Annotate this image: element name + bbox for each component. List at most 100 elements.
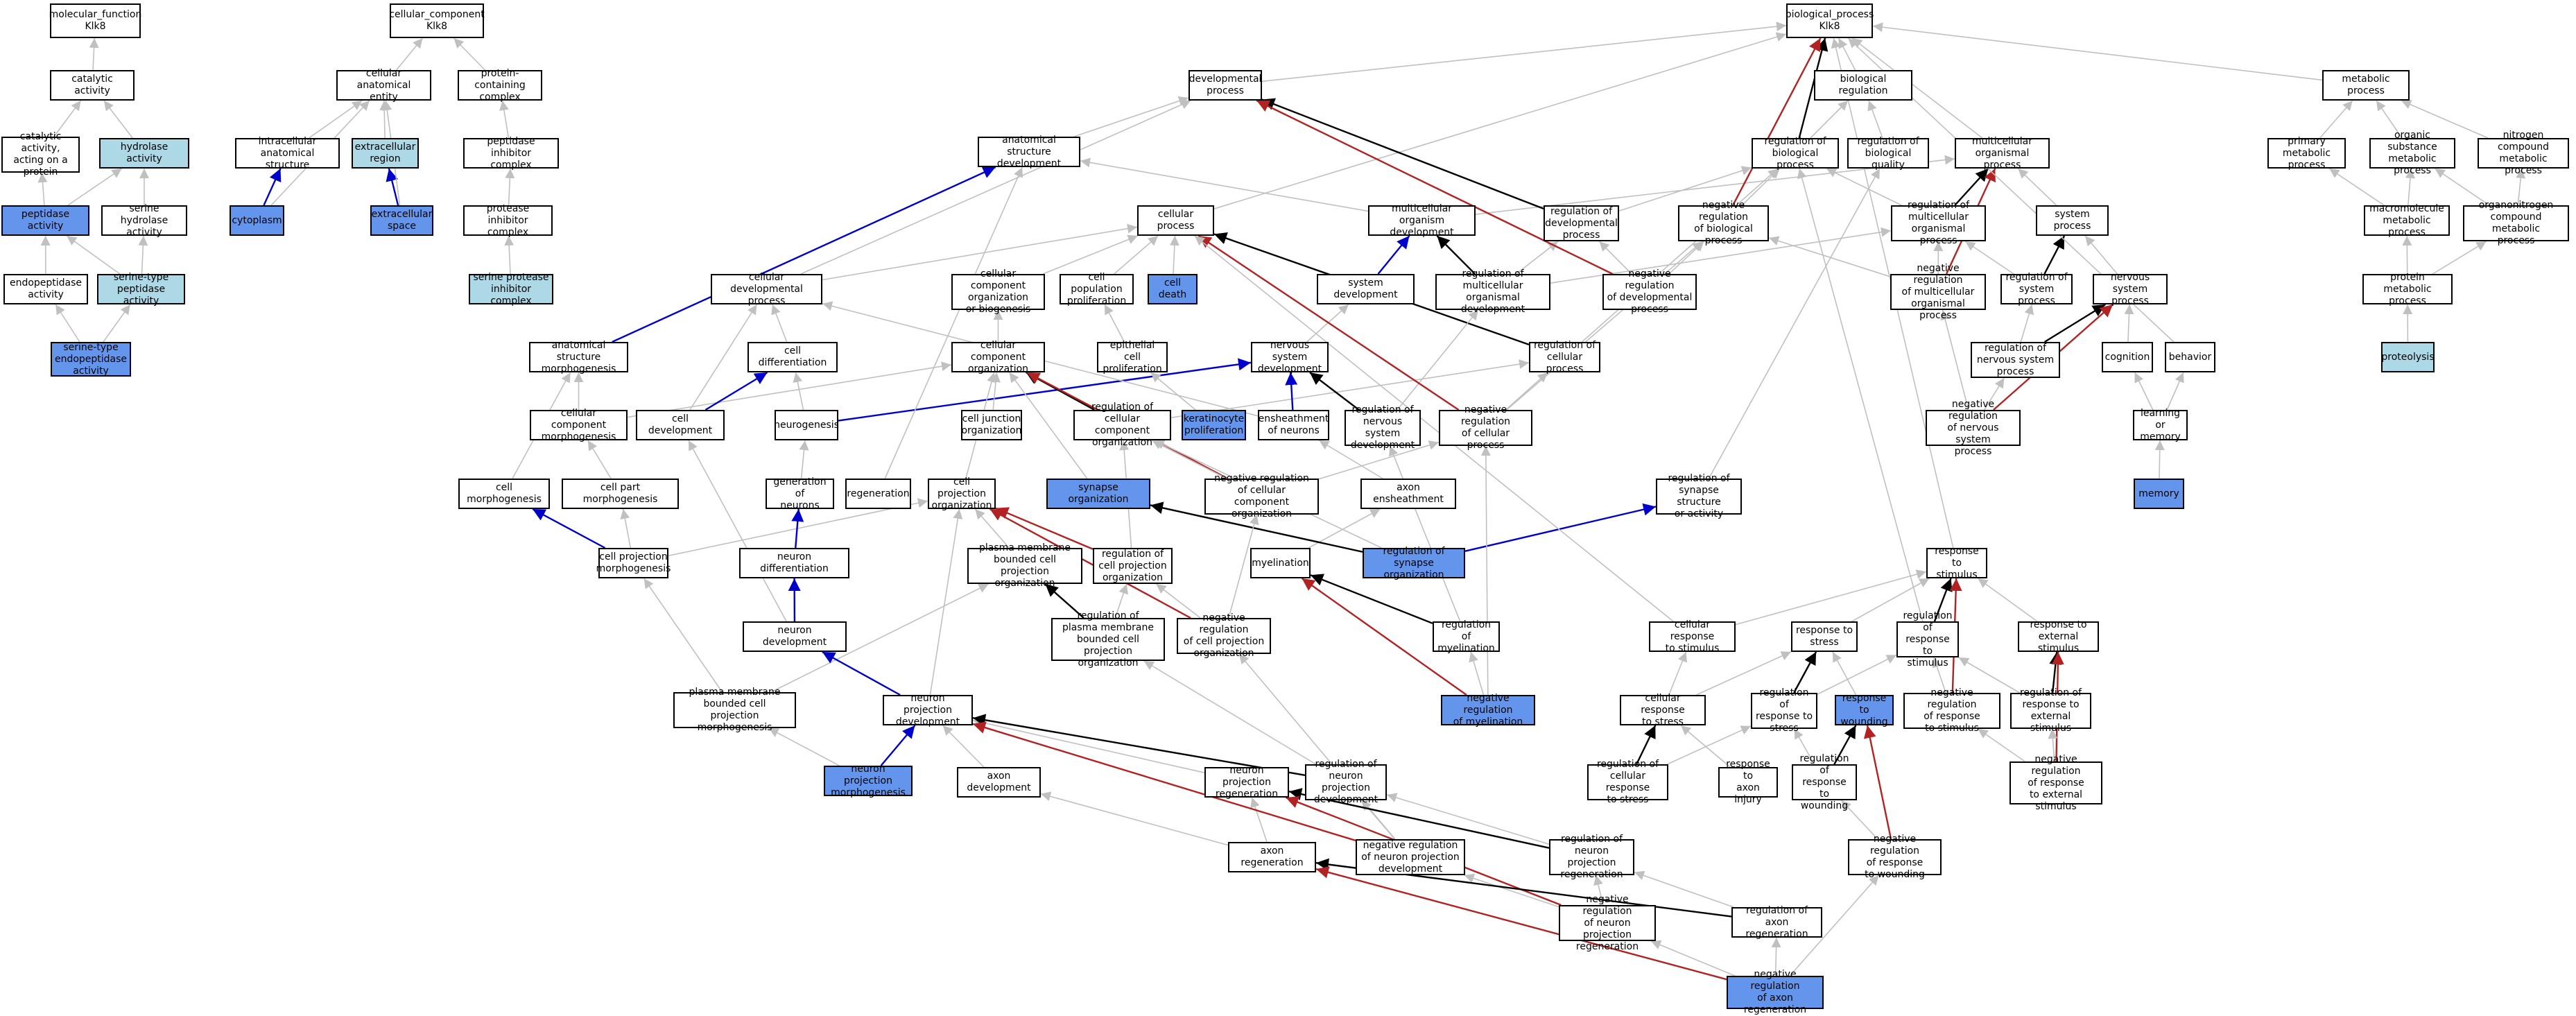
- node-neg-reg-multi[interactable]: negative regulation of multicellular org…: [1890, 274, 1986, 310]
- node-reg-resp-wounding[interactable]: regulation of response to wounding: [1792, 764, 1857, 800]
- node-reg-cell-process[interactable]: regulation of cellular process: [1529, 342, 1600, 372]
- node-reg-pm-cell-proj[interactable]: regulation of plasma membrane bounded ce…: [1051, 618, 1165, 661]
- node-pm-cell-proj-org[interactable]: plasma membrane bounded cell projection …: [967, 548, 1082, 584]
- node-resp-axon-injury[interactable]: response to axon injury: [1718, 767, 1778, 798]
- node-neuron-proj-morph[interactable]: neuron projection morphogenesis: [824, 766, 913, 796]
- node-reg-synapse[interactable]: regulation of synapse structure or activ…: [1656, 479, 1742, 515]
- node-anat-dev[interactable]: anatomical structure development: [978, 137, 1080, 167]
- node-neg-reg-neuron-proj-regen[interactable]: negative regulation of neuron projection…: [1559, 905, 1656, 941]
- node-pm-cell-proj-morph[interactable]: plasma membrane bounded cell projection …: [673, 692, 796, 728]
- node-cat-protein[interactable]: catalytic activity, acting on a protein: [1, 137, 80, 173]
- node-cell-pop-prolif[interactable]: cell population proliferation: [1060, 274, 1134, 304]
- node-macromol-met[interactable]: macromolecule metabolic process: [2364, 205, 2450, 236]
- node-neg-reg-neuron-proj-dev[interactable]: negative regulation of neuron projection…: [1356, 839, 1465, 875]
- node-axon-dev[interactable]: axon development: [957, 767, 1041, 798]
- node-bio-regulation[interactable]: biological regulation: [1814, 70, 1912, 101]
- node-metabolic[interactable]: metabolic process: [2322, 70, 2410, 101]
- node-neuron-proj-regen[interactable]: neuron projection regeneration: [1204, 767, 1289, 798]
- node-reg-synapse-org[interactable]: regulation of synapse organization: [1363, 548, 1465, 578]
- node-reg-neuron-proj-dev[interactable]: regulation of neuron projection developm…: [1305, 764, 1387, 800]
- node-system-process[interactable]: system process: [2036, 205, 2109, 236]
- node-developmental[interactable]: developmental process: [1188, 70, 1262, 101]
- node-reg-system[interactable]: regulation of system process: [2000, 274, 2073, 304]
- node-neurogenesis[interactable]: neurogenesis: [775, 410, 838, 440]
- node-protein-complex[interactable]: protein-containing complex: [458, 70, 542, 101]
- node-mf-root[interactable]: molecular_function Klk8: [50, 3, 141, 38]
- node-neuron-diff[interactable]: neuron differentiation: [739, 548, 849, 578]
- node-protein-met[interactable]: protein metabolic process: [2362, 274, 2453, 304]
- node-behavior[interactable]: behavior: [2165, 342, 2215, 372]
- node-nitrogen-met[interactable]: nitrogen compound metabolic process: [2478, 138, 2569, 169]
- node-reg-axon-regen[interactable]: regulation of axon regeneration: [1731, 907, 1822, 938]
- node-reg-ns-process[interactable]: regulation of nervous system process: [1971, 342, 2060, 378]
- node-reg-cc-org[interactable]: regulation of cellular component organiz…: [1073, 410, 1171, 440]
- node-neg-reg-resp-wounding[interactable]: negative regulation of response to wound…: [1848, 839, 1942, 875]
- node-cell-proj-org[interactable]: cell projection organization: [928, 479, 996, 509]
- node-axon-ensheath[interactable]: axon ensheathment: [1360, 479, 1456, 509]
- node-cytoplasm[interactable]: cytoplasm: [230, 205, 284, 236]
- node-cc-org-biogen[interactable]: cellular component organization or bioge…: [951, 274, 1045, 310]
- node-reg-cell-proj-org[interactable]: regulation of cell projection organizati…: [1093, 548, 1173, 584]
- node-cellular-process[interactable]: cellular process: [1137, 205, 1214, 236]
- node-peptidase-inhib[interactable]: peptidase inhibitor complex: [463, 138, 559, 169]
- node-reg-resp-stimulus[interactable]: regulation of response to stimulus: [1896, 621, 1959, 657]
- node-neuron-dev[interactable]: neuron development: [743, 621, 847, 652]
- node-hydrolase[interactable]: hydrolase activity: [99, 138, 189, 169]
- node-reg-bio[interactable]: regulation of biological process: [1752, 138, 1839, 169]
- node-multicellular[interactable]: multicellular organismal process: [1955, 138, 2050, 169]
- node-myelination[interactable]: myelination: [1250, 548, 1311, 578]
- node-serine-peptidase[interactable]: serine-type peptidase activity: [97, 274, 185, 304]
- node-gen-neurons[interactable]: generation of neurons: [766, 479, 834, 509]
- node-resp-external[interactable]: response to external stimulus: [2018, 621, 2099, 652]
- node-cell-dev-process[interactable]: cellular developmental process: [711, 274, 822, 304]
- node-response-stimulus[interactable]: response to stimulus: [1926, 548, 1987, 578]
- node-peptidase[interactable]: peptidase activity: [1, 205, 89, 236]
- node-neg-reg-myelination[interactable]: negative regulation of myelination: [1441, 695, 1535, 725]
- node-neg-reg-resp-stimulus[interactable]: negative regulation of response to stimu…: [1903, 693, 2000, 729]
- node-intracellular[interactable]: intracellular anatomical structure: [235, 138, 340, 169]
- node-reg-dev[interactable]: regulation of developmental process: [1544, 205, 1619, 241]
- node-regeneration[interactable]: regeneration: [845, 479, 911, 509]
- node-keratinocyte[interactable]: keratinocyte proliferation: [1182, 410, 1246, 440]
- node-ns-dev[interactable]: nervous system development: [1251, 342, 1329, 372]
- node-learning-memory[interactable]: learning or memory: [2133, 410, 2188, 440]
- node-neg-reg-cell-proj[interactable]: negative regulation of cell projection o…: [1177, 618, 1271, 654]
- node-cell-morph[interactable]: cell morphogenesis: [458, 479, 550, 509]
- node-resp-stress[interactable]: response to stress: [1791, 621, 1858, 652]
- node-extracellular-space[interactable]: extracellular space: [370, 205, 433, 236]
- node-reg-neuron-proj-regen[interactable]: regulation of neuron projection regenera…: [1549, 839, 1634, 875]
- node-reg-resp-stress[interactable]: regulation of response to stress: [1751, 693, 1817, 729]
- node-cell-anat[interactable]: cellular anatomical entity: [336, 70, 431, 101]
- node-bp-root[interactable]: biological_process Klk8: [1786, 3, 1873, 38]
- node-multi-dev[interactable]: multicellular organism development: [1368, 205, 1476, 236]
- node-catalytic[interactable]: catalytic activity: [50, 70, 135, 101]
- node-cell-resp-stress[interactable]: cellular response to stress: [1620, 695, 1706, 725]
- node-cell-resp-stimulus[interactable]: cellular response to stimulus: [1649, 621, 1736, 652]
- node-cell-development[interactable]: cell development: [636, 410, 725, 440]
- node-endopeptidase[interactable]: endopeptidase activity: [3, 274, 88, 304]
- node-serine-hydrolase[interactable]: serine hydrolase activity: [101, 205, 187, 236]
- node-resp-wounding[interactable]: response to wounding: [1835, 695, 1894, 725]
- node-reg-myelination[interactable]: regulation of myelination: [1433, 621, 1500, 652]
- node-nervous-system-process[interactable]: nervous system process: [2093, 274, 2168, 304]
- node-neg-reg-dev[interactable]: negative regulation of developmental pro…: [1602, 274, 1697, 310]
- node-neuron-proj-dev[interactable]: neuron projection development: [883, 695, 973, 725]
- node-cell-diff[interactable]: cell differentiation: [747, 342, 838, 372]
- node-neg-reg-axon-regen[interactable]: negative regulation of axon regeneration: [1727, 976, 1824, 1009]
- node-serine-protease-inhib[interactable]: serine protease inhibitor complex: [469, 274, 553, 304]
- node-cognition[interactable]: cognition: [2102, 342, 2153, 372]
- node-cc-morph[interactable]: cellular component morphogenesis: [530, 410, 628, 440]
- node-neg-reg-resp-external[interactable]: negative regulation of response to exter…: [2009, 761, 2102, 804]
- node-neg-reg-bio[interactable]: negative regulation of biological proces…: [1678, 205, 1769, 241]
- node-neg-reg-ns-process[interactable]: negative regulation of nervous system pr…: [1926, 410, 2021, 446]
- node-cell-part-morph[interactable]: cell part morphogenesis: [562, 479, 679, 509]
- node-cell-proj-morph[interactable]: cell projection morphogenesis: [598, 548, 668, 578]
- node-serine-endo[interactable]: serine-type endopeptidase activity: [51, 342, 131, 377]
- node-organic-met[interactable]: organic substance metabolic process: [2369, 138, 2455, 169]
- node-reg-multi-dev[interactable]: regulation of multicellular organismal d…: [1435, 274, 1550, 310]
- node-anat-morph[interactable]: anatomical structure morphogenesis: [529, 342, 628, 372]
- node-neg-reg-cc-org[interactable]: negative regulation of cellular componen…: [1204, 479, 1319, 515]
- node-cell-death[interactable]: cell death: [1148, 274, 1198, 304]
- node-cc-org[interactable]: cellular component organization: [951, 342, 1045, 372]
- node-extracellular-region[interactable]: extracellular region: [352, 138, 419, 169]
